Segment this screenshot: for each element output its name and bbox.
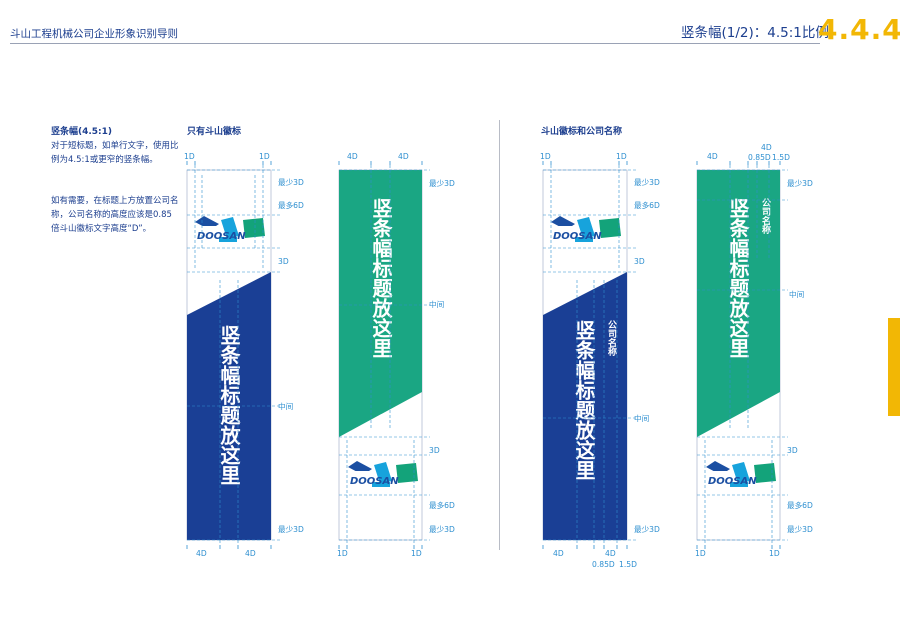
label-min-3d: 最少3D: [278, 178, 304, 187]
banner-3-slogan: 竖条幅标题放这里: [572, 320, 596, 480]
label-max-6d: 最多6D: [429, 500, 455, 510]
label-4d: 4D: [605, 549, 616, 558]
label-3d: 3D: [787, 446, 798, 455]
guide-labels: 1D 1D 最少3D 最多6D 3D 中间 最少3D 4D 4D 4D 4D 最…: [184, 143, 813, 569]
label-3d: 3D: [278, 257, 289, 266]
label-0-85d: 0.85D: [748, 153, 771, 162]
label-1d: 1D: [540, 152, 551, 161]
logo-text: DOOSAN: [350, 476, 399, 487]
label-3d: 3D: [429, 446, 440, 455]
label-max-6d: 最多6D: [634, 200, 660, 210]
label-max-6d: 最多6D: [787, 500, 813, 510]
label-middle: 中间: [278, 401, 293, 411]
banner-2-logo: DOOSAN: [346, 461, 418, 487]
label-min-3d: 最少3D: [278, 525, 304, 534]
label-1d: 1D: [184, 152, 195, 161]
banner-1-logo-top: DOOSAN 竖条幅标题放这里: [186, 169, 272, 541]
guide-ticks: [186, 161, 781, 549]
label-1-5d: 1.5D: [619, 560, 637, 569]
logo-text: DOOSAN: [197, 231, 246, 242]
label-middle: 中间: [634, 413, 649, 423]
label-4d: 4D: [398, 152, 409, 161]
label-4d: 4D: [196, 549, 207, 558]
banner-3-logo: DOOSAN: [549, 216, 621, 242]
section-title-logo-and-company: 斗山徽标和公司名称: [541, 127, 623, 137]
label-middle: 中间: [789, 289, 804, 299]
section-number: 4.4.4: [818, 13, 900, 46]
banner-4-slogan: 竖条幅标题放这里: [726, 198, 750, 358]
logo-text: DOOSAN: [553, 231, 602, 242]
banner-4-logo: DOOSAN: [704, 461, 776, 487]
section-title-logo-only: 只有斗山徽标: [187, 127, 242, 137]
banner-4-company-name: 公司名称: [760, 198, 771, 235]
logo-text: DOOSAN: [708, 476, 757, 487]
label-0-85d: 0.85D: [592, 560, 615, 569]
label-min-3d: 最少3D: [634, 178, 660, 187]
page-side-tab: [888, 318, 900, 416]
header-rule: [10, 43, 820, 44]
label-min-3d: 最少3D: [429, 525, 455, 534]
banner-2-logo-bottom: DOOSAN 竖条幅标题放这里: [338, 169, 423, 541]
document-title: 斗山工程机械公司企业形象识别导则: [10, 28, 178, 40]
label-4d: 4D: [245, 549, 256, 558]
banner-2-slogan: 竖条幅标题放这里: [369, 198, 393, 358]
description-title: 竖条幅(4.5:1): [51, 127, 113, 137]
description-paragraph-1: 对于短标题，如单行文字，使用比例为4.5:1或更窄的竖条幅。: [51, 141, 179, 165]
banner-1-slogan: 竖条幅标题放这里: [217, 325, 241, 485]
banner-4-teal-panel: [697, 170, 780, 437]
banner-4-logo-bottom-company: DOOSAN 竖条幅标题放这里 公司名称: [696, 169, 781, 541]
label-1d: 1D: [259, 152, 270, 161]
label-1d: 1D: [769, 549, 780, 558]
label-1d: 1D: [411, 549, 422, 558]
label-4d: 4D: [761, 143, 772, 152]
banner-3-company-name: 公司名称: [606, 320, 617, 357]
label-4d: 4D: [553, 549, 564, 558]
description-paragraph-2: 如有需要，在标题上方放置公司名称，公司名称的高度应该是0.85倍斗山徽标文字高度…: [51, 196, 179, 234]
label-4d: 4D: [347, 152, 358, 161]
label-1d: 1D: [337, 549, 348, 558]
banner-1-logo: DOOSAN: [193, 216, 265, 242]
label-min-3d: 最少3D: [634, 525, 660, 534]
label-min-3d: 最少3D: [429, 179, 455, 188]
banner-3-navy-panel: [543, 272, 627, 540]
label-1d: 1D: [695, 549, 706, 558]
section-divider: [499, 120, 500, 550]
label-1d: 1D: [616, 152, 627, 161]
banner-3-logo-top-company: DOOSAN 竖条幅标题放这里 公司名称: [542, 169, 628, 541]
label-1-5d: 1.5D: [772, 153, 790, 162]
label-middle: 中间: [429, 299, 444, 309]
label-min-3d: 最少3D: [787, 179, 813, 188]
label-3d: 3D: [634, 257, 645, 266]
label-max-6d: 最多6D: [278, 200, 304, 210]
banner-2-teal-panel: [339, 170, 422, 437]
section-title: 竖条幅(1/2)：4.5:1比例: [681, 25, 829, 41]
label-4d: 4D: [707, 152, 718, 161]
label-min-3d: 最少3D: [787, 525, 813, 534]
guide-lines: [187, 165, 788, 545]
